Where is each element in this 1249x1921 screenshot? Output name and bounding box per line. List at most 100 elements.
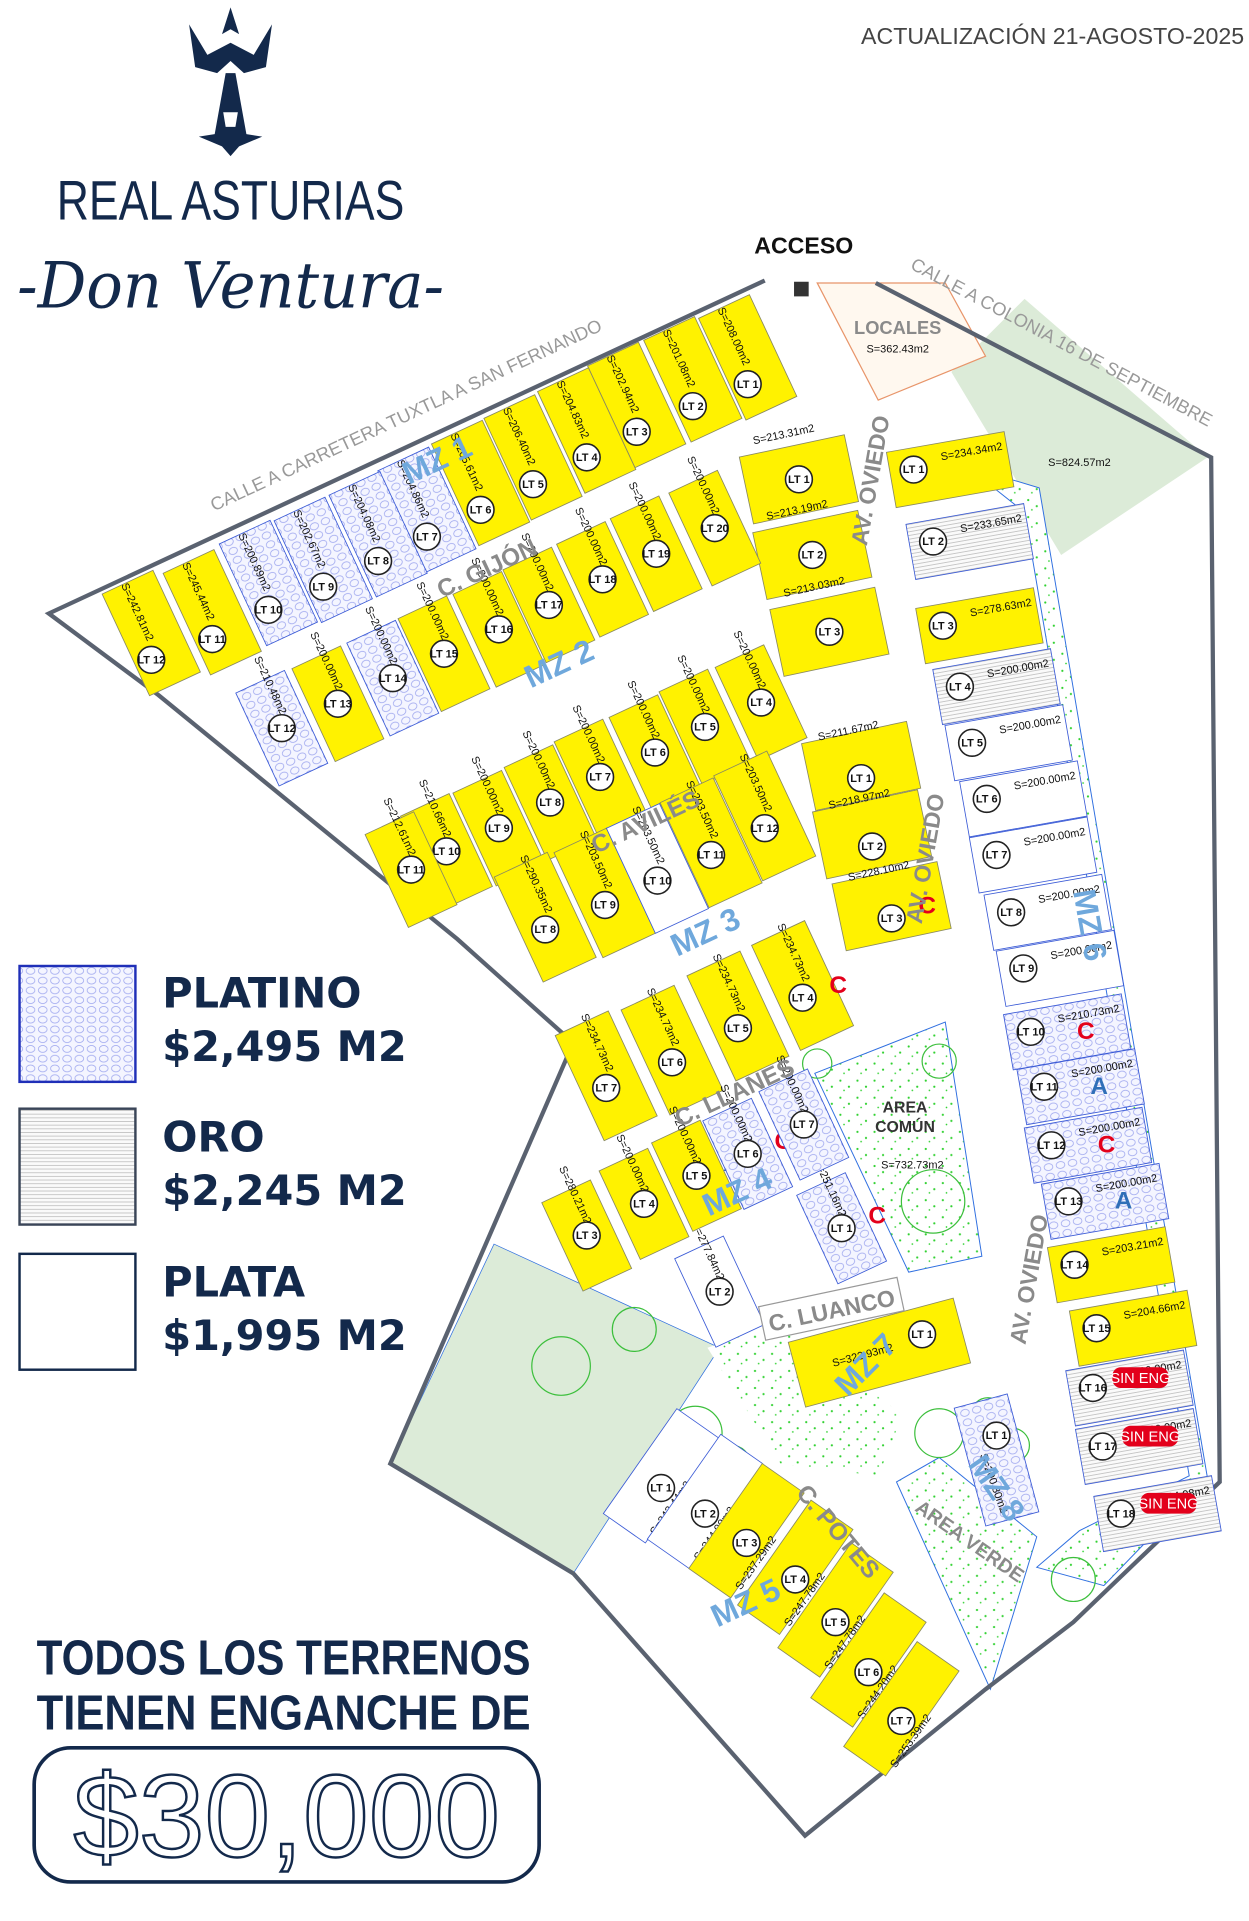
lot-shape[interactable] (430, 419, 531, 547)
badge-text: SIN ENG (1110, 1371, 1170, 1387)
lot-shape[interactable] (1016, 1048, 1145, 1126)
lot-shape[interactable] (328, 470, 428, 598)
lot-shape[interactable] (959, 760, 1088, 838)
lot-shape[interactable] (915, 587, 1044, 665)
lot-shape[interactable] (953, 1393, 1040, 1527)
legend-item-platino: PLATINO $2,495 M2 (18, 964, 407, 1084)
lot-shape[interactable] (995, 929, 1125, 1007)
lot-marker-icon (821, 1607, 850, 1637)
lot-marker-icon (1082, 1314, 1111, 1343)
lot-id: LT 20 (701, 523, 729, 535)
lot-shape[interactable] (968, 816, 1098, 894)
lot-shape[interactable] (944, 704, 1073, 782)
lot-shape[interactable] (162, 549, 262, 676)
lot-id: LT 13 (324, 698, 352, 710)
lot-shape[interactable] (483, 394, 583, 521)
lot-marker-icon (588, 565, 617, 594)
lot-shape[interactable] (932, 648, 1061, 726)
lot-shape[interactable] (273, 496, 373, 624)
status-mark: A (1115, 1188, 1133, 1215)
lot-marker-icon (784, 465, 814, 494)
promo-amount-box (32, 1745, 541, 1884)
lot-id: LT 1 (831, 1223, 853, 1235)
lot-shape[interactable] (101, 569, 201, 697)
lot-shape[interactable] (643, 316, 743, 443)
lot-shape[interactable] (1068, 1289, 1198, 1367)
lot-marker-icon (267, 713, 296, 743)
lot-shape[interactable] (536, 367, 637, 494)
lot-marker-icon (857, 832, 887, 861)
lot-shape[interactable] (905, 503, 1034, 581)
lot-shape[interactable] (697, 294, 798, 421)
lot-marker-icon (877, 904, 906, 933)
lot-marker-icon (682, 1161, 711, 1190)
badge-text: SIN ENG (1120, 1430, 1180, 1446)
lot-marker-icon (657, 1048, 687, 1077)
logo: REAL ASTURIAS -Don Ventura- (17, 7, 444, 322)
lot-shape[interactable] (983, 873, 1112, 951)
lot-id: LT 2 (709, 1286, 731, 1298)
lot-shape[interactable] (1023, 1106, 1153, 1184)
lot-shape[interactable] (885, 431, 1015, 509)
lot-shape[interactable] (1046, 1226, 1176, 1304)
lot-shape[interactable] (218, 519, 319, 647)
lot-marker-icon (732, 1528, 761, 1558)
lot-shape[interactable] (1040, 1162, 1170, 1240)
lot-marker-icon (678, 391, 708, 421)
